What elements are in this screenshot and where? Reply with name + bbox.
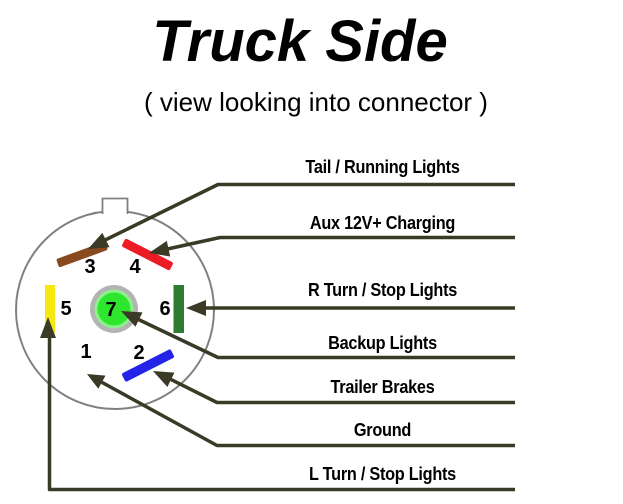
wire-line-aux-12v-charging xyxy=(155,235,515,254)
wire-line-backup-lights xyxy=(127,312,515,360)
arrowhead-pin-4-icon xyxy=(149,240,171,257)
pins-group xyxy=(45,238,184,382)
pin-7-center xyxy=(94,289,134,329)
arrowhead-pin-1-icon xyxy=(87,374,106,389)
pin-4-number: 4 xyxy=(129,256,141,278)
pin-5-number: 5 xyxy=(60,298,71,320)
wire-lines-group xyxy=(47,182,515,492)
pin-6-green xyxy=(173,285,184,333)
wire-line-ground xyxy=(93,376,515,448)
pin-1-white xyxy=(58,348,108,382)
pin-1-number: 1 xyxy=(80,341,91,363)
pin-3-number: 3 xyxy=(84,256,95,278)
wire-line-trailer-brakes xyxy=(158,371,515,405)
pin-7-number: 7 xyxy=(105,299,116,321)
pin-numbers-group: 3 4 5 6 7 1 2 xyxy=(60,256,170,364)
page-subtitle: ( view looking into connector ) xyxy=(144,87,488,117)
wire-label-trailer-brakes: Trailer Brakes xyxy=(330,376,435,397)
pin-2-number: 2 xyxy=(133,342,144,364)
wire-line-tail-running-lights xyxy=(94,182,515,247)
arrowhead-pin-6-icon xyxy=(186,300,206,316)
pin-6-number: 6 xyxy=(159,298,170,320)
pin-5-yellow xyxy=(45,285,55,333)
wire-label-ground: Ground xyxy=(353,419,412,440)
arrowhead-pin-3-icon xyxy=(88,232,110,249)
arrowheads-group xyxy=(40,232,206,389)
wire-label-l-turn-stop-lights: L Turn / Stop Lights xyxy=(309,463,456,484)
arrowhead-pin-7-icon xyxy=(121,311,143,327)
arrowhead-pin-2-icon xyxy=(153,371,175,387)
wire-label-tail-running-lights: Tail / Running Lights xyxy=(305,156,460,177)
pin-4-red xyxy=(122,238,173,271)
pin-2-blue xyxy=(122,349,174,382)
wire-label-aux-12v-charging: Aux 12V+ Charging xyxy=(309,212,456,233)
wire-label-r-turn-stop-lights: R Turn / Stop Lights xyxy=(307,279,458,300)
wire-label-backup-lights: Backup Lights xyxy=(328,332,437,353)
arrowhead-pin-5-icon xyxy=(40,317,56,338)
wire-line-l-turn-stop-lights xyxy=(47,330,515,492)
connector-key-notch xyxy=(101,197,129,214)
page-title: Truck Side xyxy=(152,9,448,74)
